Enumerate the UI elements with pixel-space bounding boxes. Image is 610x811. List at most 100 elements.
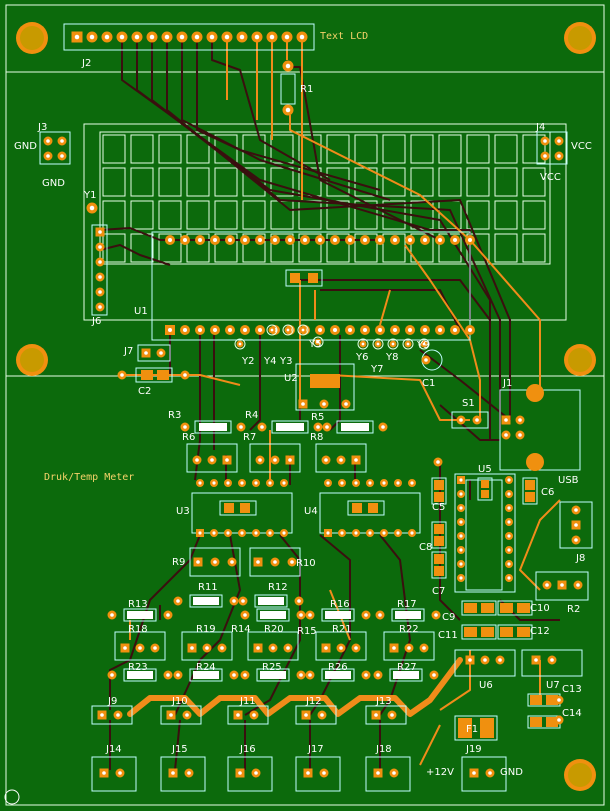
chip-u4 xyxy=(319,479,421,537)
label-s1: S1 xyxy=(462,398,475,409)
label-c5: C5 xyxy=(432,502,445,513)
label-c11: C11 xyxy=(438,630,458,641)
capacitor-c10 xyxy=(497,600,533,616)
resistor-r17 xyxy=(375,608,441,622)
label-c9: C9 xyxy=(442,612,455,623)
label-r5: R5 xyxy=(311,412,324,423)
trimmer-r10 xyxy=(249,547,301,577)
label-u2: U2 xyxy=(284,373,298,384)
label-r1: R1 xyxy=(300,84,313,95)
trimmer-r7 xyxy=(249,443,301,473)
label-gnd3: GND xyxy=(500,767,523,778)
label-vcc1: VCC xyxy=(571,141,592,152)
label-r10: R10 xyxy=(296,558,316,569)
resistor-r24 xyxy=(173,668,239,682)
resistor-r27 xyxy=(373,668,439,682)
label-j15: J15 xyxy=(171,744,188,755)
label-r14: R14 xyxy=(231,624,251,635)
connector-j11 xyxy=(227,705,269,725)
label-r26: R26 xyxy=(328,662,348,673)
header-j6 xyxy=(91,224,108,316)
label-r25: R25 xyxy=(262,662,282,673)
board-outline xyxy=(5,4,605,806)
chip-u5 xyxy=(454,473,516,593)
resistor-r26 xyxy=(305,668,371,682)
connector-j9 xyxy=(91,705,133,725)
text-lcd-label: Text LCD xyxy=(320,31,368,42)
terminal-j15 xyxy=(160,756,206,792)
capacitor-c11 xyxy=(461,624,497,640)
label-r22: R22 xyxy=(399,624,419,635)
label-u5: U5 xyxy=(478,464,492,475)
resistor-r1 xyxy=(280,60,296,116)
capacitor-c6 xyxy=(522,477,538,505)
label-c13: C13 xyxy=(562,684,582,695)
label-c2: C2 xyxy=(138,386,151,397)
label-vcc2: VCC xyxy=(540,172,561,183)
terminal-j16 xyxy=(227,756,273,792)
label-c6: C6 xyxy=(541,487,554,498)
capacitor-c12 xyxy=(497,624,533,640)
chip-u2 xyxy=(295,363,355,411)
label-y5: Y5 xyxy=(308,339,321,350)
switch-s1 xyxy=(451,411,489,429)
label-y8: Y8 xyxy=(385,352,398,363)
label-c10: C10 xyxy=(530,603,550,614)
resistor-r14 xyxy=(240,608,306,622)
label-j8: J8 xyxy=(575,553,585,564)
label-j17: J17 xyxy=(307,744,324,755)
header-j7 xyxy=(137,344,171,362)
label-r8: R8 xyxy=(310,432,323,443)
header-j4 xyxy=(536,131,568,165)
label-j11: J11 xyxy=(239,696,256,707)
label-j7: J7 xyxy=(123,346,133,357)
label-usb: USB xyxy=(558,475,579,486)
header-j3 xyxy=(39,131,71,165)
terminal-j17 xyxy=(295,756,341,792)
regulator-u6 xyxy=(454,649,516,677)
label-u4: U4 xyxy=(304,506,318,517)
resistor-r25 xyxy=(240,668,306,682)
label-j12: J12 xyxy=(305,696,322,707)
trimmer-r20 xyxy=(247,631,299,661)
label-j3: J3 xyxy=(37,122,47,133)
terminal-j19 xyxy=(461,756,507,792)
capacitor-c2 xyxy=(135,367,173,383)
mounting-holes xyxy=(4,22,596,805)
label-r17: R17 xyxy=(397,599,417,610)
label-r13: R13 xyxy=(128,599,148,610)
label-c14: C14 xyxy=(562,708,582,719)
label-j9: J9 xyxy=(107,696,117,707)
label-y3: Y3 xyxy=(279,356,292,367)
label-v12: +12V xyxy=(426,767,454,778)
label-r24: R24 xyxy=(196,662,216,673)
resistor-r16 xyxy=(305,608,371,622)
component-footprints xyxy=(39,23,593,792)
label-r3: R3 xyxy=(168,410,181,421)
header-j8 xyxy=(559,501,593,549)
label-y7: Y7 xyxy=(370,364,383,375)
label-r12: R12 xyxy=(268,582,288,593)
label-j4: J4 xyxy=(535,122,545,133)
label-j19: J19 xyxy=(465,744,482,755)
label-r9: R9 xyxy=(172,557,185,568)
terminal-j14 xyxy=(91,756,137,792)
label-r21: R21 xyxy=(332,624,352,635)
resistor-r4 xyxy=(257,420,323,434)
capacitor-c9 xyxy=(461,600,497,616)
crystal-y1 xyxy=(86,202,98,214)
label-y2: Y2 xyxy=(241,356,254,367)
connector-j13 xyxy=(365,705,407,725)
label-gnd2: GND xyxy=(42,178,65,189)
power-jack-j1 xyxy=(499,384,581,471)
connector-j10 xyxy=(160,705,202,725)
label-c1: C1 xyxy=(422,378,435,389)
label-r2: R2 xyxy=(567,604,580,615)
label-r19: R19 xyxy=(196,624,216,635)
label-f1: F1 xyxy=(466,724,478,735)
resistor-r13 xyxy=(107,608,173,622)
label-j13: J13 xyxy=(375,696,392,707)
fuse-f1 xyxy=(454,715,498,741)
